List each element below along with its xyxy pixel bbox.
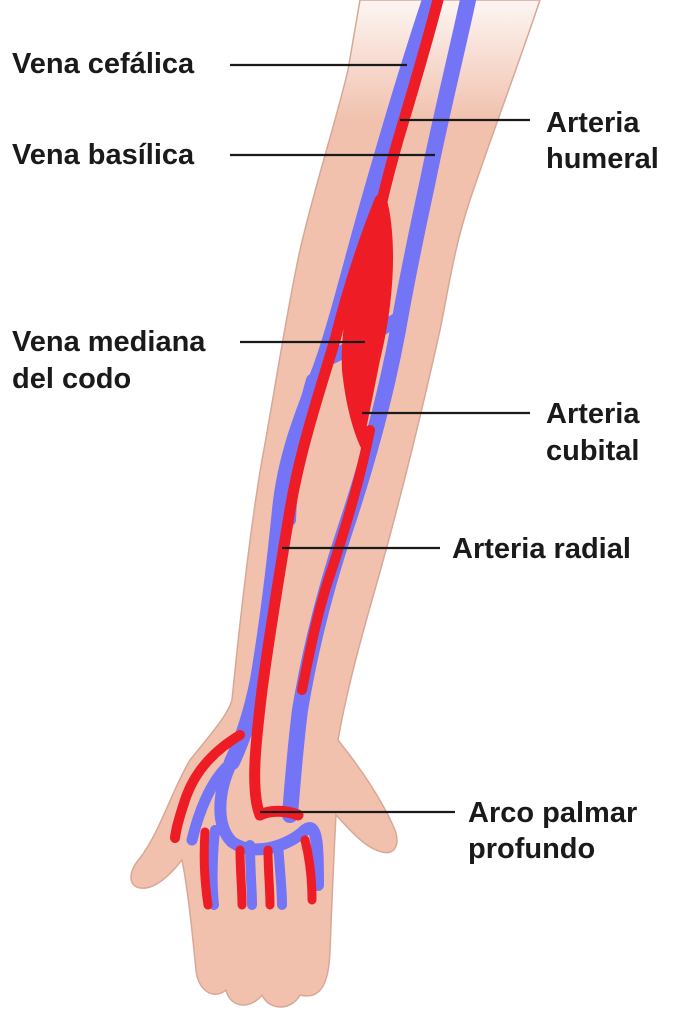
label-arteria-radial: Arteria radial <box>452 533 631 565</box>
label-arco-palmar: Arco palmar profundo <box>468 797 645 865</box>
vein-finger-3 <box>278 845 282 905</box>
artery-finger-3 <box>268 850 270 905</box>
label-vena-cefalica: Vena cefálica <box>12 48 195 80</box>
vein-finger-2 <box>250 845 252 905</box>
label-arteria-cubital: Arteria cubital <box>546 398 648 467</box>
artery-finger-2 <box>240 850 242 905</box>
vein-finger-1 <box>213 830 215 905</box>
label-vena-basilica: Vena basílica <box>12 139 195 171</box>
label-vena-mediana: Vena mediana del codo <box>12 326 214 395</box>
artery-finger-1 <box>204 832 208 905</box>
label-arteria-humeral: Arteria humeral <box>546 107 659 175</box>
